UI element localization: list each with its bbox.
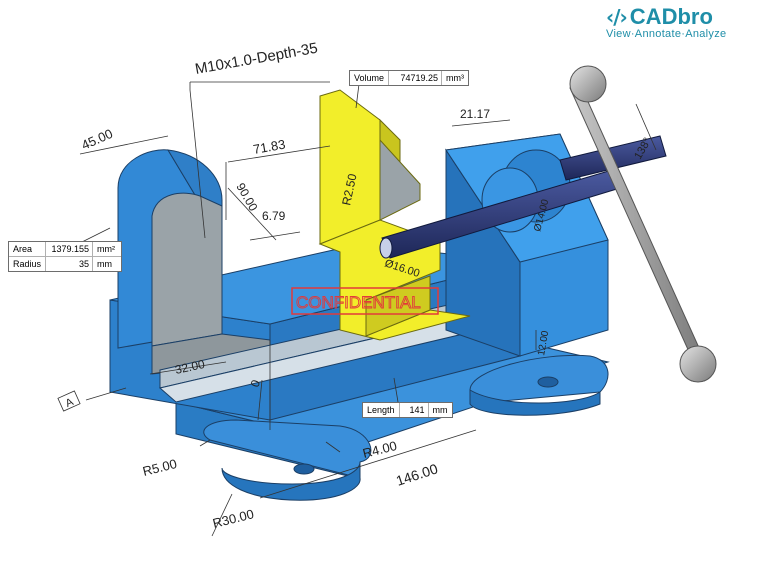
length-unit: mm [427, 403, 452, 417]
dim-12: 12.00 [536, 330, 551, 357]
volume-measurement[interactable]: Volume 74719.25 mm³ [349, 70, 470, 86]
dim-r30: R30.00 [211, 506, 255, 531]
area-radius-measurement[interactable]: Area 1379.155 mm² Radius 35 mm [8, 241, 122, 272]
svg-text:CONFIDENTIAL: CONFIDENTIAL [296, 293, 421, 312]
length-value: 141 [409, 405, 425, 415]
volume-label: Volume [350, 71, 390, 85]
brand-name: CADbro [629, 4, 713, 29]
volume-unit: mm³ [441, 71, 468, 85]
dim-r5: R5.00 [141, 456, 178, 479]
dim-21-17: 21.17 [460, 107, 490, 121]
dim-90: 90.00 [233, 181, 260, 214]
datum-marker: A [57, 390, 81, 412]
thread-callout: M10x1.0-Depth-35 [194, 40, 319, 78]
cadbro-logo: ‹/› CADbro View·Annotate·Analyze [606, 4, 766, 40]
dim-32: 32.00 [174, 357, 207, 377]
dim-45: 45.00 [79, 126, 115, 153]
length-label: Length [363, 403, 400, 417]
area-value: 1379.155 [51, 244, 89, 254]
dimension-lines [57, 75, 657, 537]
volume-value: 74719.25 [400, 73, 439, 83]
dim-0: 0 [248, 378, 264, 389]
brand-tagline: View·Annotate·Analyze [606, 28, 727, 40]
cadbro-mark-icon: ‹/› [606, 5, 628, 29]
dim-71-83: 71.83 [252, 137, 287, 157]
dim-r2-50: R2.50 [339, 172, 359, 207]
radius-value: 35 [78, 259, 89, 269]
area-label: Area [9, 242, 46, 256]
confidential-watermark: CONFIDENTIAL [291, 287, 439, 315]
radius-label: Radius [9, 257, 46, 271]
handle[interactable] [569, 65, 717, 383]
dim-146: 146.00 [394, 460, 440, 489]
area-unit: mm² [92, 242, 121, 256]
moving-jaw[interactable] [318, 89, 471, 341]
radius-unit: mm [92, 257, 121, 271]
length-measurement[interactable]: Length 141 mm [362, 402, 453, 418]
dim-6-79: 6.79 [262, 209, 286, 223]
